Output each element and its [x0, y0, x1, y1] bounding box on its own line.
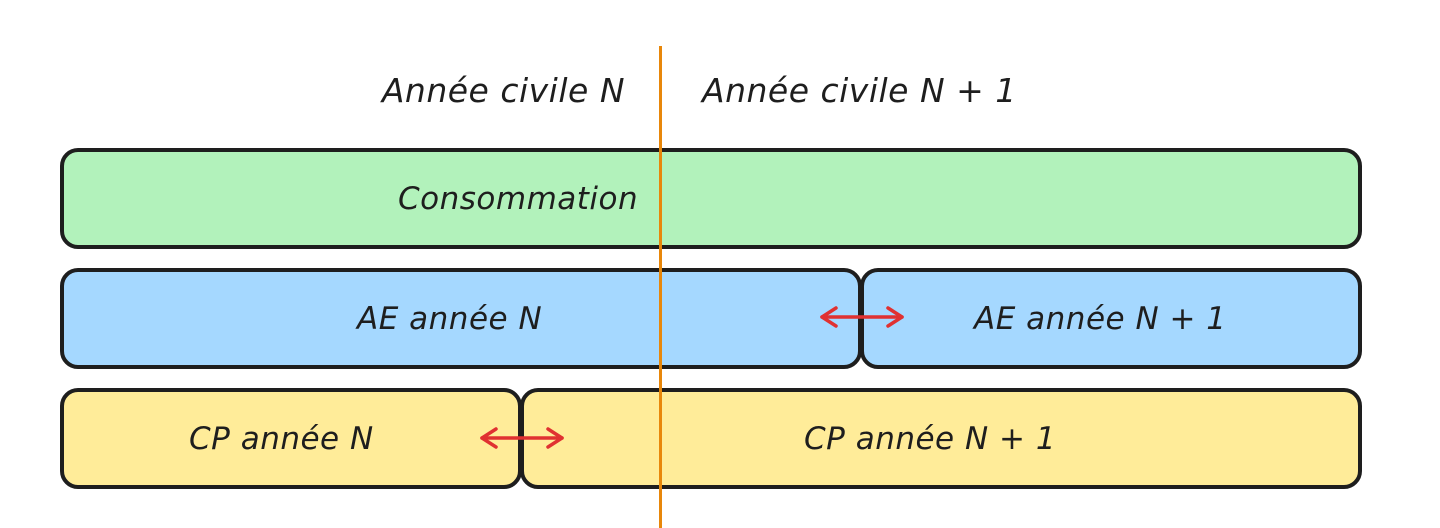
ae-year-n1-label: AE année N + 1 — [974, 300, 1227, 337]
year-divider-line — [659, 46, 662, 528]
cp-year-n-label: CP année N — [189, 420, 374, 457]
cp-year-n1-box: CP année N + 1 — [520, 388, 1362, 489]
ae-boundary-double-arrow — [820, 306, 904, 328]
cp-boundary-double-arrow — [480, 427, 564, 449]
consommation-box: Consommation — [60, 148, 1362, 249]
ae-year-n1-box: AE année N + 1 — [860, 268, 1362, 369]
year-n1-label: Année civile N + 1 — [702, 71, 1017, 110]
cp-year-n1-label: CP année N + 1 — [804, 420, 1057, 457]
ae-year-n-label: AE année N — [357, 300, 543, 337]
consommation-label: Consommation — [398, 180, 639, 217]
cp-year-n-box: CP année N — [60, 388, 522, 489]
ae-year-n-box: AE année N — [60, 268, 862, 369]
year-n-label: Année civile N — [381, 71, 625, 110]
